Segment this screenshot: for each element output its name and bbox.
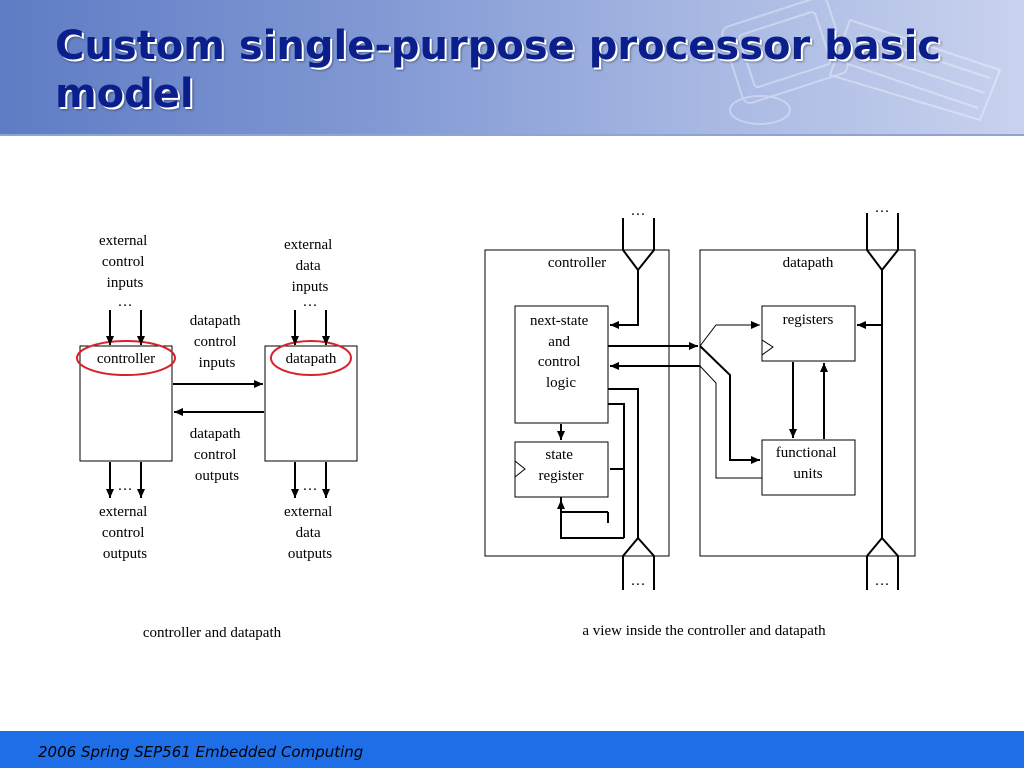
registers-label: registers bbox=[783, 312, 834, 328]
computer-illustration bbox=[721, 0, 1002, 125]
datapath-box bbox=[264, 345, 358, 462]
clock-icon bbox=[761, 339, 774, 356]
datapath-label: datapath bbox=[286, 351, 337, 367]
right-caption: a view inside the controller and datapat… bbox=[582, 623, 826, 639]
left-caption: controller and datapath bbox=[143, 625, 282, 641]
registers-box bbox=[761, 305, 856, 362]
footer-bar: 2006 Spring SEP561 Embedded Computing bbox=[0, 731, 1024, 768]
controller-highlight bbox=[76, 340, 176, 376]
arrow bbox=[699, 321, 760, 347]
label-external-data-outputs: external data outputs bbox=[284, 504, 336, 562]
ellipsis: … bbox=[118, 294, 133, 310]
ellipsis: … bbox=[875, 573, 890, 589]
arrow bbox=[699, 345, 760, 464]
next-state-logic-label: next-state and control logic bbox=[530, 313, 592, 391]
left-diagram: external control inputs … external data … bbox=[76, 233, 358, 641]
ellipsis: … bbox=[631, 573, 646, 589]
processor-diagram: external control inputs … external data … bbox=[76, 200, 916, 641]
right-diagram: controller datapath next-state and contr… bbox=[484, 200, 916, 639]
datapath-highlight bbox=[270, 340, 352, 376]
title-banner: Custom single-purpose processor basic mo… bbox=[0, 0, 1024, 136]
ellipsis: … bbox=[303, 294, 318, 310]
label-datapath-control-inputs: datapath control inputs bbox=[190, 313, 245, 371]
datapath-outer-box bbox=[699, 249, 916, 557]
ellipsis: … bbox=[303, 478, 318, 494]
footer-text: 2006 Spring SEP561 Embedded Computing bbox=[38, 743, 364, 761]
functional-units-label: functional units bbox=[776, 445, 841, 482]
clock-icon bbox=[514, 460, 526, 478]
controller-label: controller bbox=[97, 351, 155, 367]
label-external-data-inputs: external data inputs bbox=[284, 237, 336, 295]
label-external-control-inputs: external control inputs bbox=[99, 233, 151, 291]
status-line bbox=[699, 365, 762, 479]
state-register-box bbox=[514, 441, 609, 498]
logic-line bbox=[608, 403, 625, 469]
arrow bbox=[610, 270, 639, 329]
datapath-label: datapath bbox=[783, 255, 834, 271]
controller-box bbox=[79, 345, 173, 462]
ellipsis: … bbox=[875, 200, 890, 216]
functional-units-box bbox=[761, 439, 856, 496]
next-state-logic-box bbox=[514, 305, 609, 424]
state-register-label: state register bbox=[539, 447, 584, 484]
split-symbol bbox=[866, 536, 899, 557]
ellipsis: … bbox=[118, 478, 133, 494]
controller-label: controller bbox=[548, 255, 606, 271]
label-external-control-outputs: external control outputs bbox=[99, 504, 151, 562]
ellipsis: … bbox=[631, 203, 646, 219]
output-line bbox=[608, 388, 639, 538]
slide-title: Custom single-purpose processor basic mo… bbox=[55, 23, 942, 117]
label-datapath-control-outputs: datapath control outputs bbox=[190, 426, 245, 484]
feedback-line bbox=[560, 513, 624, 539]
split-symbol bbox=[622, 536, 655, 557]
